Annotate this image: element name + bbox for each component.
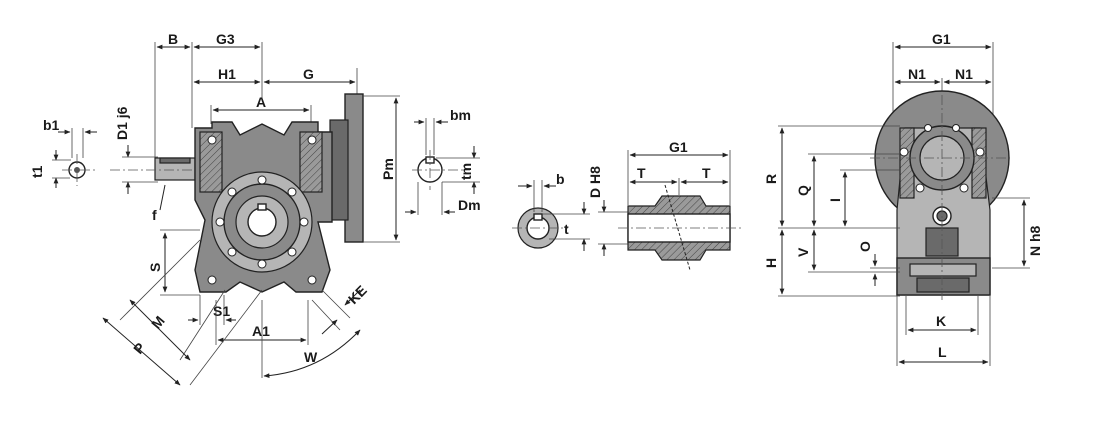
label-G3: G3 <box>216 31 235 47</box>
label-M: M <box>148 313 168 332</box>
label-f: f <box>152 207 157 223</box>
label-L: L <box>938 344 947 360</box>
label-dh8: D H8 <box>587 166 603 198</box>
label-tm: tm <box>458 163 474 180</box>
flange-shaft-detail: bm tm Dm <box>405 107 481 215</box>
label-P: P <box>130 339 148 356</box>
label-K: K <box>936 313 946 329</box>
gearbox-side-view: B G3 H1 G A D1 j6 f Pm <box>102 31 400 386</box>
label-G1-right: G1 <box>932 31 951 47</box>
label-A: A <box>256 94 266 110</box>
hollow-shaft-detail: b t D H8 G1 T T <box>512 139 742 271</box>
label-Pm: Pm <box>380 158 396 180</box>
label-b1: b1 <box>43 117 60 133</box>
label-A1: A1 <box>252 323 270 339</box>
label-bm: bm <box>450 107 471 123</box>
label-T-right: T <box>702 165 711 181</box>
label-H1: H1 <box>218 66 236 82</box>
gearbox-front-view: G1 N1 N1 R H <box>763 31 1043 366</box>
label-B: B <box>168 31 178 47</box>
label-N1-left: N1 <box>908 66 926 82</box>
label-G1-mid: G1 <box>669 139 688 155</box>
label-S: S <box>147 263 163 272</box>
label-I: I <box>827 198 843 202</box>
label-N1-right: N1 <box>955 66 973 82</box>
label-V: V <box>795 247 811 257</box>
label-R: R <box>763 174 779 184</box>
label-Q: Q <box>795 185 811 196</box>
label-t1: t1 <box>29 165 45 178</box>
label-t: t <box>564 221 569 237</box>
label-d1j6: D1 j6 <box>114 106 130 140</box>
label-b: b <box>556 171 565 187</box>
label-KE: KE <box>345 282 370 307</box>
label-T-left: T <box>637 165 646 181</box>
label-nh8: N h8 <box>1027 225 1043 256</box>
label-O: O <box>857 241 873 252</box>
label-Dm: Dm <box>458 197 481 213</box>
label-S1: S1 <box>213 303 230 319</box>
label-G: G <box>303 66 314 82</box>
label-W: W <box>304 349 318 365</box>
label-H: H <box>763 258 779 268</box>
input-shaft-detail: b1 t1 <box>29 117 97 188</box>
